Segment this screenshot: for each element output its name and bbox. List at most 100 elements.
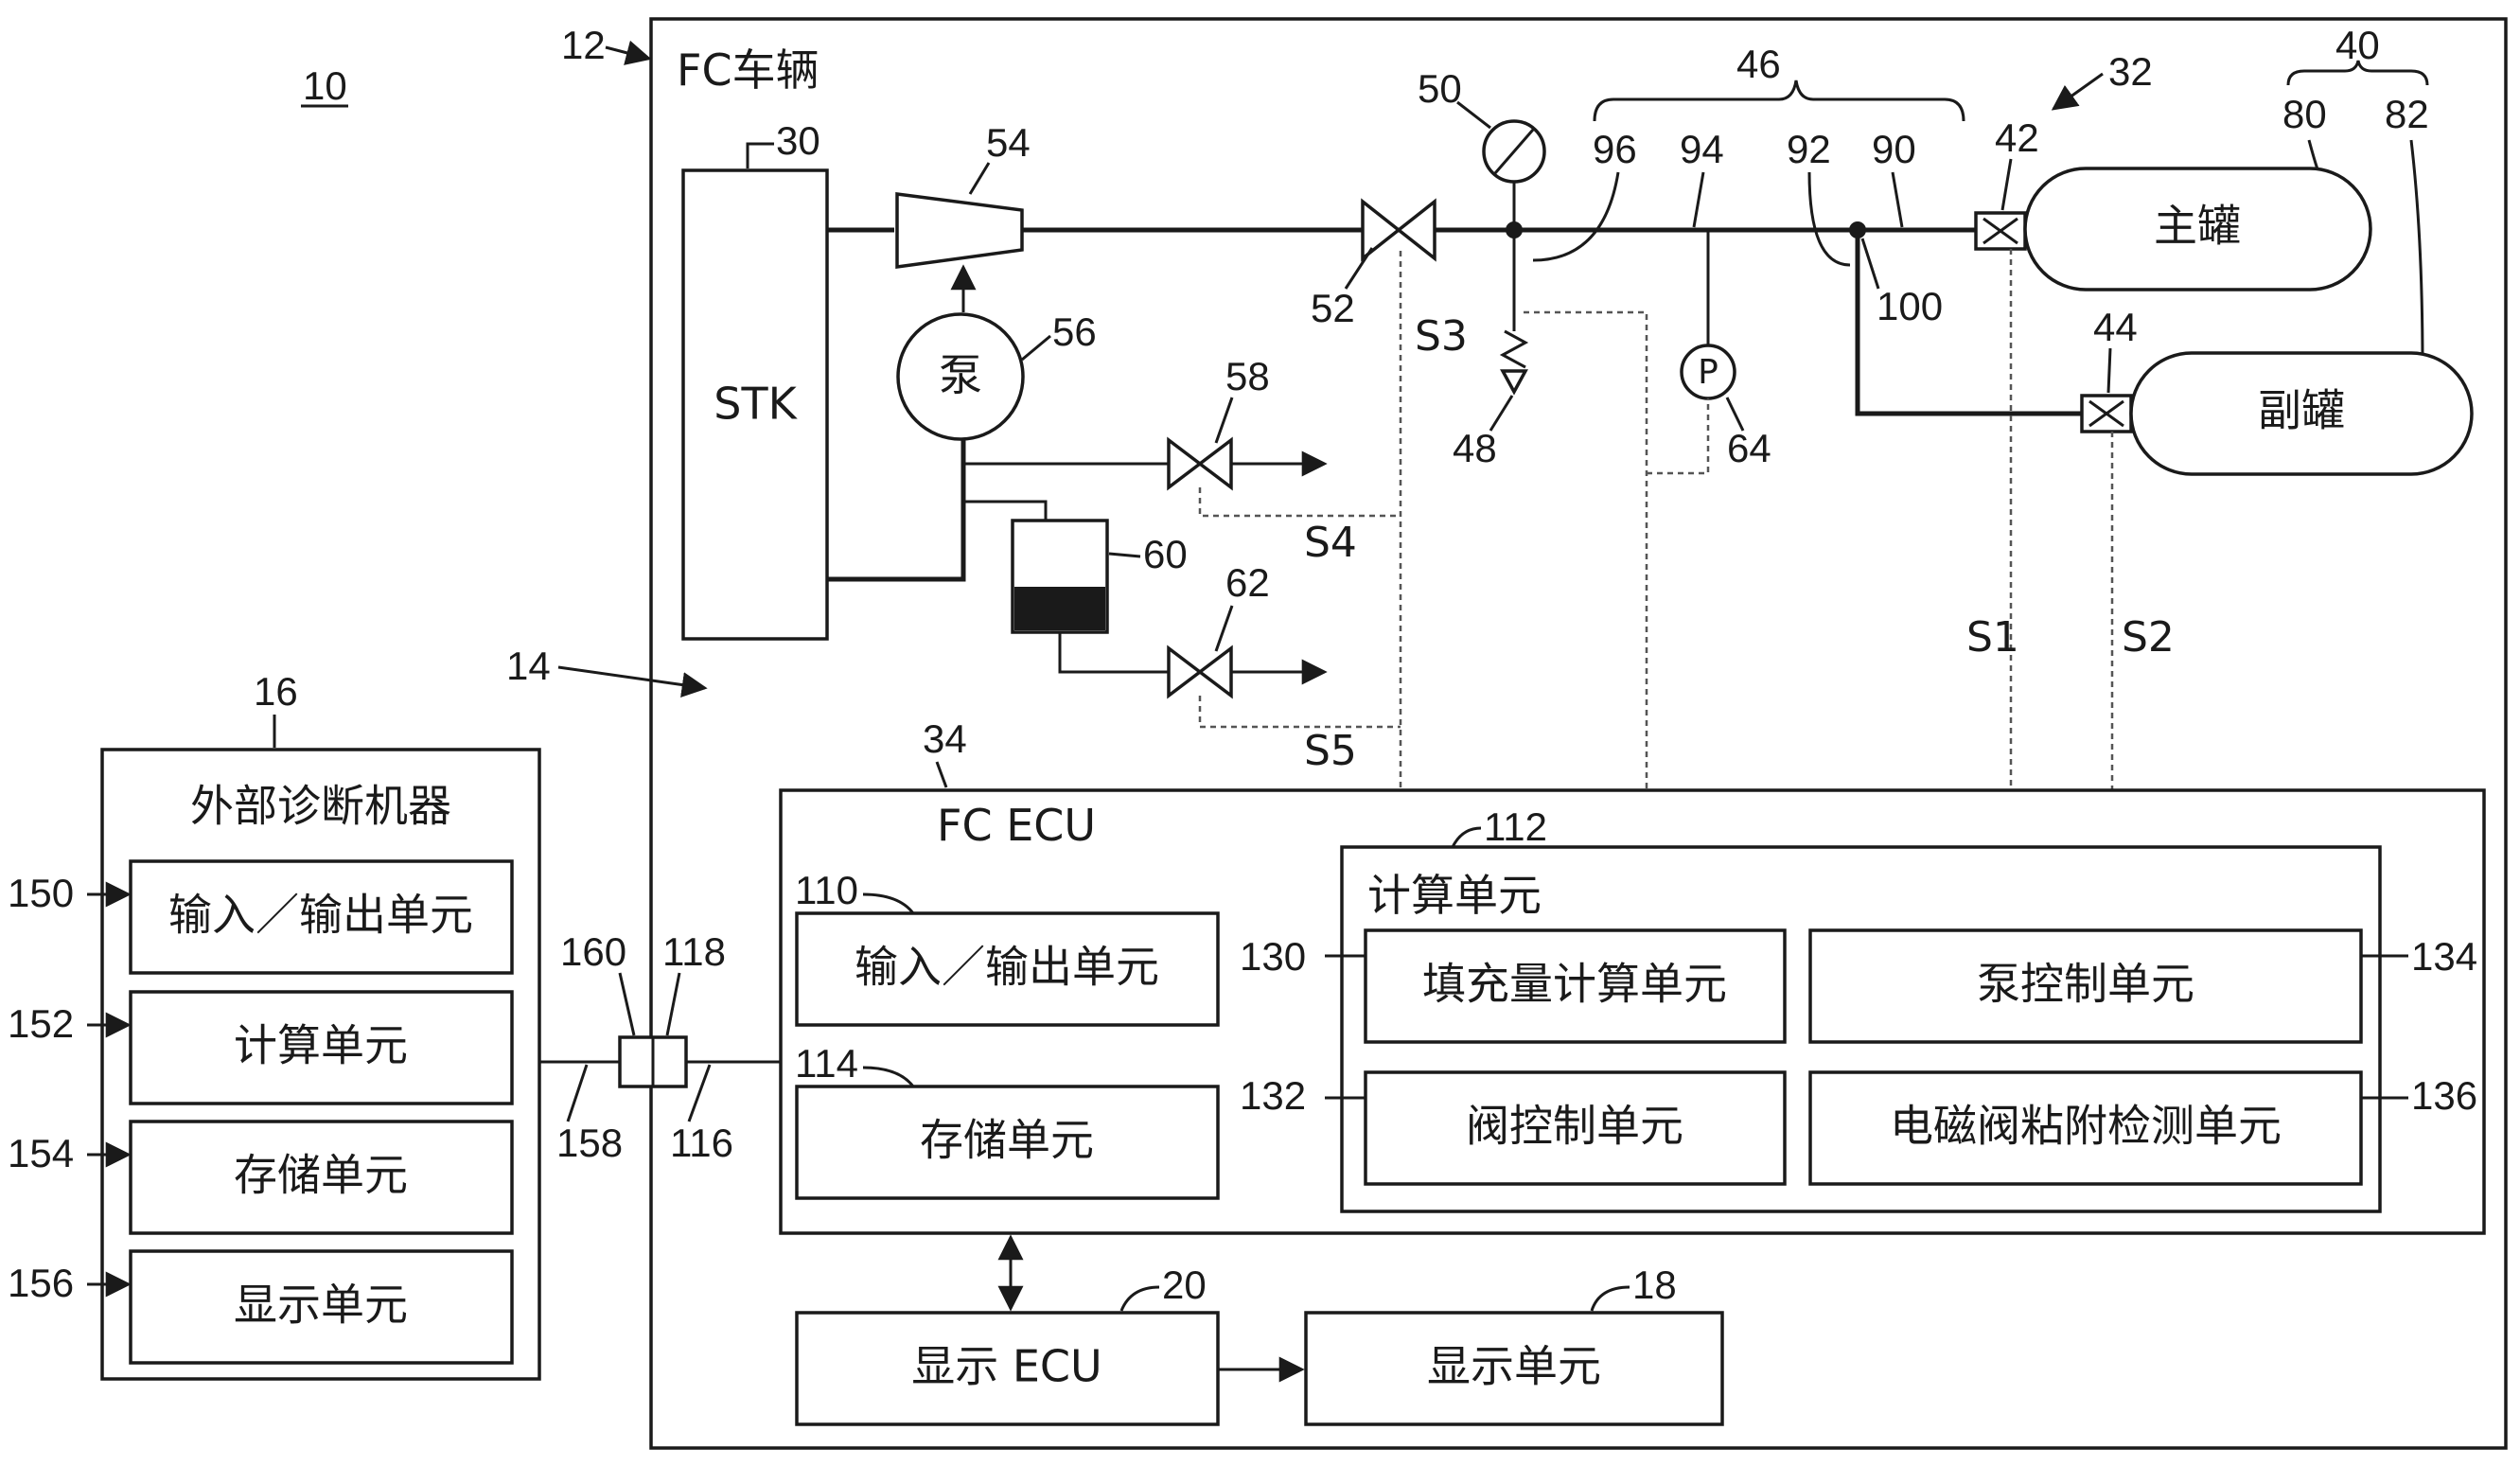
- sub-tank: [2129, 351, 2474, 476]
- piping-group-brace: [1593, 79, 1965, 122]
- signal-s4-label: S4: [1304, 519, 1357, 567]
- gauge-ref-leader: [1456, 100, 1491, 130]
- main-tank-valve-x: [1983, 217, 2018, 245]
- fc-ecu-calc-label: 计算单元: [1367, 870, 1542, 921]
- connector-inner-ref: 118: [662, 929, 726, 974]
- pump-ref: 56: [1052, 309, 1097, 354]
- external-calc-ref: 152: [8, 1001, 74, 1046]
- valve-52-right: [1396, 198, 1436, 262]
- pressure-sensor-ref: 64: [1727, 426, 1771, 470]
- sensor-ref-leader: [1725, 397, 1745, 432]
- fc-ecu-calc-ref: 112: [1484, 804, 1547, 849]
- line-158-ref: 158: [556, 1121, 623, 1165]
- sub-tank-valve-ref: 44: [2093, 305, 2138, 349]
- valve-52-ref-leader: [1344, 247, 1374, 290]
- pump-control-unit: [1808, 928, 2363, 1044]
- external-io-unit: [129, 859, 514, 975]
- pipe-94-ref: 94: [1680, 127, 1724, 171]
- pipe-to-tank-60: [963, 500, 1048, 521]
- tank-unit-arrow: [2051, 72, 2104, 111]
- sub-tank-label: 副罐: [2258, 385, 2345, 436]
- fc-ecu-io-label: 输入／输出单元: [855, 942, 1159, 993]
- relief-spring: [1499, 329, 1529, 369]
- external-title: 外部诊断机器: [190, 781, 451, 832]
- valve-62-left: [1167, 645, 1203, 699]
- main-tank: [2023, 167, 2372, 291]
- connector-outer-leader: [618, 972, 636, 1036]
- signal-relief-line: [1524, 310, 1648, 790]
- valve-52-left: [1361, 198, 1401, 262]
- fc-ecu-io-ref: 110: [795, 868, 858, 912]
- pipe-to-valve-62: [1058, 632, 1169, 674]
- relief-valve-ref: 48: [1453, 426, 1497, 470]
- external-storage-label: 存储单元: [234, 1150, 408, 1201]
- sub-tank-ref-leader: [2409, 139, 2424, 365]
- signal-s5-label: S5: [1304, 727, 1357, 775]
- fill-amount-calc-ref: 130: [1240, 934, 1306, 979]
- display-unit-label: 显示单元: [1427, 1341, 1601, 1392]
- system-arrow: [557, 665, 708, 698]
- valve-control-label: 阀控制单元: [1466, 1101, 1683, 1152]
- solenoid-stick-detect-unit: [1808, 1070, 2363, 1186]
- connector-inner-leader: [665, 972, 681, 1036]
- valve-control-ref: 132: [1240, 1073, 1306, 1118]
- tank-60-ref-leader: [1108, 552, 1141, 558]
- external-io-ref: 150: [8, 871, 74, 915]
- tank-60-ref: 60: [1143, 532, 1188, 576]
- main-tank-valve-ref: 42: [1995, 115, 2039, 160]
- pipe-92-leader: [1807, 171, 1851, 267]
- external-calc-label: 计算单元: [234, 1020, 408, 1071]
- pump-control-ref: 134: [2411, 934, 2477, 979]
- signal-s2-label: S2: [2122, 613, 2175, 662]
- pump-label: 泵: [939, 350, 982, 401]
- connector-outer-ref: 160: [560, 929, 626, 974]
- display-unit-leader: [1590, 1285, 1630, 1312]
- sub-tank-ref: 82: [2385, 92, 2429, 136]
- fc-ecu-ref: 34: [923, 716, 967, 761]
- main-tank-ref: 80: [2282, 92, 2327, 136]
- external-display-unit: [129, 1249, 514, 1365]
- display-ecu: [795, 1311, 1220, 1426]
- tank-unit-ref: 32: [2108, 49, 2153, 94]
- compressor-ref: 54: [986, 120, 1031, 165]
- fc-ecu-io-leader: [862, 892, 915, 914]
- external-storage-unit: [129, 1120, 514, 1235]
- display-ecu-label: 显示 ECU: [911, 1341, 1101, 1392]
- gauge-ref: 50: [1418, 66, 1462, 111]
- fc-ecu-storage-ref: 114: [795, 1041, 858, 1086]
- external-ref: 16: [254, 669, 298, 714]
- vehicle-ref-label: 12: [561, 23, 606, 67]
- valve-62-ref: 62: [1225, 560, 1270, 605]
- external-calc-unit: [129, 990, 514, 1105]
- fc-ecu-storage-unit: [795, 1085, 1220, 1200]
- solenoid-stick-detect-ref: 136: [2411, 1073, 2477, 1118]
- tank-60-fluid: [1014, 587, 1105, 630]
- external-display-ref: 156: [8, 1261, 74, 1305]
- system-ref-label: 10: [303, 63, 347, 108]
- relief-valve-48: [1500, 369, 1528, 396]
- relief-ref-leader: [1489, 395, 1514, 432]
- pipe-92-ref: 92: [1787, 127, 1831, 171]
- pipe-sub-branch: [1855, 230, 2082, 416]
- fc-ecu-storage-label: 存储单元: [920, 1115, 1094, 1166]
- line-116-leader: [687, 1064, 712, 1122]
- display-unit-ref: 18: [1632, 1263, 1677, 1307]
- fill-amount-calc-unit: [1364, 928, 1787, 1044]
- external-io-label: 输入／输出单元: [168, 890, 473, 941]
- stack-label: STK: [714, 379, 798, 430]
- pipe-90-ref: 90: [1872, 127, 1916, 171]
- tanks-group-brace: [2286, 60, 2429, 86]
- sub-valve-ref-leader: [2106, 347, 2112, 394]
- gauge-needle: [1493, 129, 1535, 174]
- line-158-leader: [566, 1064, 589, 1122]
- fill-amount-calc-label: 填充量计算单元: [1422, 959, 1727, 1010]
- valve-control-unit: [1364, 1070, 1787, 1186]
- fc-ecu-calc-leader: [1451, 826, 1482, 848]
- fc-ecu-label: FC ECU: [937, 800, 1096, 851]
- main-valve-ref-leader: [2000, 158, 2013, 211]
- junction-ref: 100: [1877, 284, 1943, 328]
- piping-group-ref: 46: [1736, 42, 1781, 86]
- fc-ecu-ref-leader: [935, 761, 948, 788]
- pipe-96-leader: [1532, 171, 1620, 262]
- valve-58-ref: 58: [1225, 354, 1270, 398]
